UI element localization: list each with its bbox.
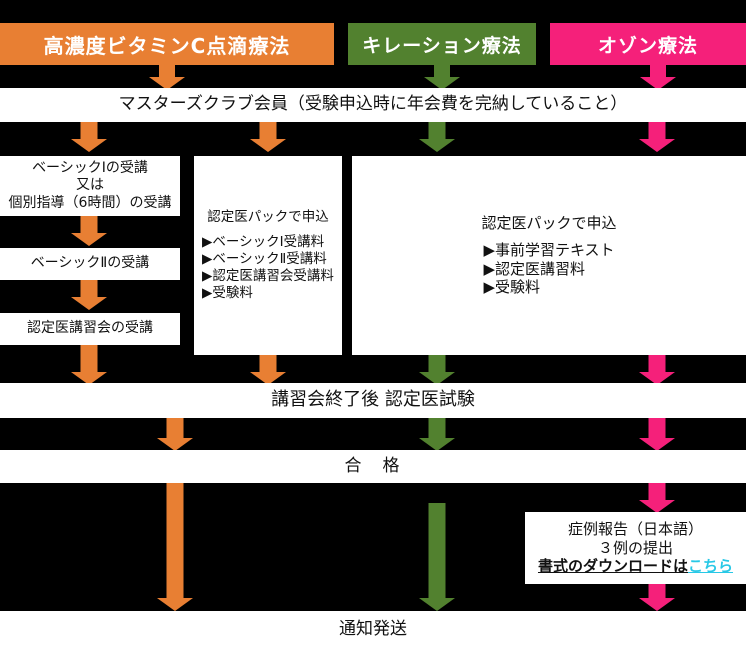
case-report-download-line[interactable]: 書式のダウンロードはこちら (538, 557, 733, 576)
middle-pack-list: ▶ベーシックⅠ受講料 ▶ベーシックⅡ受講料 ▶認定医講習会受講料 ▶受験料 (202, 234, 334, 302)
arrow-middle-pack-to-exam (250, 355, 286, 385)
arrow-right-pack-to-exam-green (419, 355, 455, 385)
right-pack-item: ▶事前学習テキスト (483, 240, 615, 259)
pass-label: 合 格 (344, 455, 402, 476)
arrow-vitamin-c-to-membership (149, 65, 185, 90)
left-step-basic2-box: ベーシックⅡの受講 (0, 248, 180, 280)
arrow-pass-to-notification-green (419, 503, 455, 611)
right-pack-box: 認定医パックで申込 ▶事前学習テキスト ▶認定医講習料 ▶受験料 (352, 156, 746, 355)
case-report-line2: ３例の提出 (597, 538, 673, 557)
middle-pack-item: ▶受験料 (202, 284, 253, 301)
notification-box: 通知発送 (0, 611, 746, 649)
exam-label: 講習会終了後 認定医試験 (271, 389, 475, 411)
left-step-basic1-line2: 又は (76, 177, 104, 194)
header-chelation-label: キレーション療法 (362, 34, 522, 57)
middle-pack-box: 認定医パックで申込 ▶ベーシックⅠ受講料 ▶ベーシックⅡ受講料 ▶認定医講習会受… (194, 156, 342, 355)
middle-pack-item: ▶認定医講習会受講料 (202, 267, 334, 284)
arrow-right-pack-to-exam-pink (639, 355, 675, 385)
right-pack-title: 認定医パックで申込 (481, 214, 617, 232)
notification-label: 通知発送 (339, 619, 407, 640)
membership-label: マスターズクラブ会員（受験申込時に年会費を完納していること） (118, 94, 628, 115)
left-step-basic2-label: ベーシックⅡの受講 (30, 255, 150, 272)
arrow-exam-to-pass-green (419, 418, 455, 451)
case-report-box: 症例報告（日本語） ３例の提出 書式のダウンロードはこちら (525, 512, 746, 584)
left-step-basic1-box: ベーシックⅠの受講 又は 個別指導（6時間）の受講 (0, 156, 180, 216)
arrow-basic2-to-seminar (71, 280, 107, 310)
case-report-line1: 症例報告（日本語） (567, 519, 703, 538)
arrow-exam-to-pass-orange (157, 418, 193, 451)
arrow-pass-to-case-report (639, 483, 675, 513)
left-step-basic1-line3: 個別指導（6時間）の受講 (8, 194, 172, 211)
header-vitamin-c-therapy[interactable]: 高濃度ビタミンC点滴療法 (0, 23, 334, 65)
arrow-exam-to-pass-pink (639, 418, 675, 451)
left-step-seminar-box: 認定医講習会の受講 (0, 313, 180, 345)
left-step-basic1-line1: ベーシックⅠの受講 (32, 159, 148, 176)
case-report-download-prefix: 書式のダウンロードは (537, 557, 688, 576)
left-step-seminar-label: 認定医講習会の受講 (27, 320, 153, 337)
arrow-membership-to-right-pack-pink (639, 122, 675, 152)
case-report-download-link[interactable]: こちら (688, 557, 734, 576)
header-ozone-therapy[interactable]: オゾン療法 (550, 23, 746, 65)
membership-box: マスターズクラブ会員（受験申込時に年会費を完納していること） (0, 88, 746, 122)
middle-pack-item: ▶ベーシックⅠ受講料 (202, 234, 325, 251)
right-pack-list: ▶事前学習テキスト ▶認定医講習料 ▶受験料 (483, 241, 614, 297)
middle-pack-title: 認定医パックで申込 (207, 209, 329, 226)
middle-pack-item: ▶ベーシックⅡ受講料 (202, 251, 327, 268)
arrow-membership-to-right-pack-green (419, 122, 455, 152)
header-vitamin-c-label: 高濃度ビタミンC点滴療法 (43, 33, 291, 58)
header-chelation-therapy[interactable]: キレーション療法 (348, 23, 536, 65)
right-pack-item: ▶受験料 (483, 278, 540, 297)
exam-box: 講習会終了後 認定医試験 (0, 383, 746, 418)
right-pack-item: ▶認定医講習料 (483, 259, 585, 278)
arrow-basic1-to-basic2 (71, 216, 107, 246)
arrow-membership-to-basic1 (71, 122, 107, 152)
header-ozone-label: オゾン療法 (597, 34, 698, 57)
arrow-chelation-to-membership (424, 65, 460, 90)
arrow-membership-to-middle-pack (250, 122, 286, 152)
arrow-pass-to-notification-orange (157, 483, 193, 611)
pass-box: 合 格 (0, 450, 746, 483)
arrow-case-report-to-notification (639, 584, 675, 611)
arrow-left-track-to-exam (71, 345, 107, 385)
arrow-ozone-to-membership (640, 65, 676, 90)
